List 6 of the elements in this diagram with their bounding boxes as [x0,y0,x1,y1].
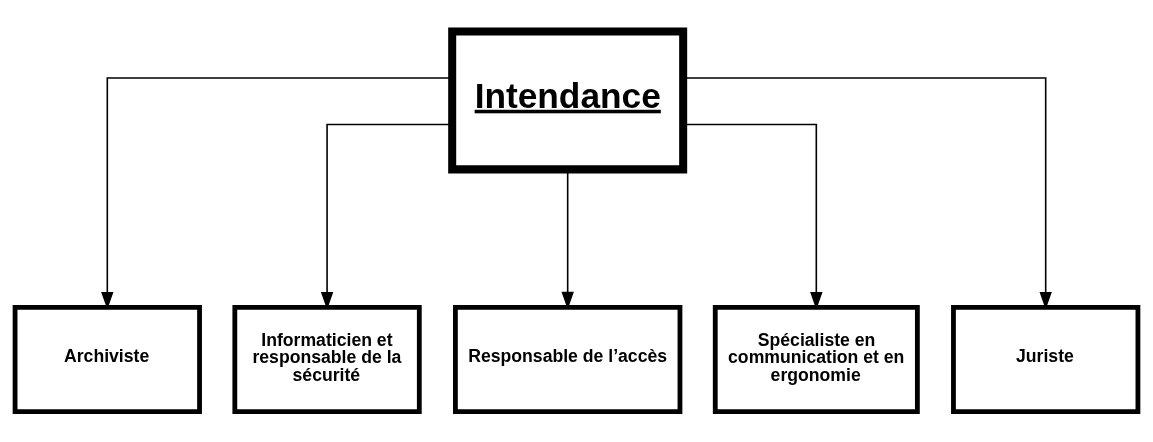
node-box: Juriste [951,304,1141,414]
node-box: Intendance [448,26,688,173]
node-box: Spécialiste en communication et en ergonomie [712,304,920,414]
node-box: Informaticien et responsable de la sécurité [232,304,422,414]
node-box: Archiviste [12,304,202,414]
node-box: Responsable de l’accès [453,304,683,414]
